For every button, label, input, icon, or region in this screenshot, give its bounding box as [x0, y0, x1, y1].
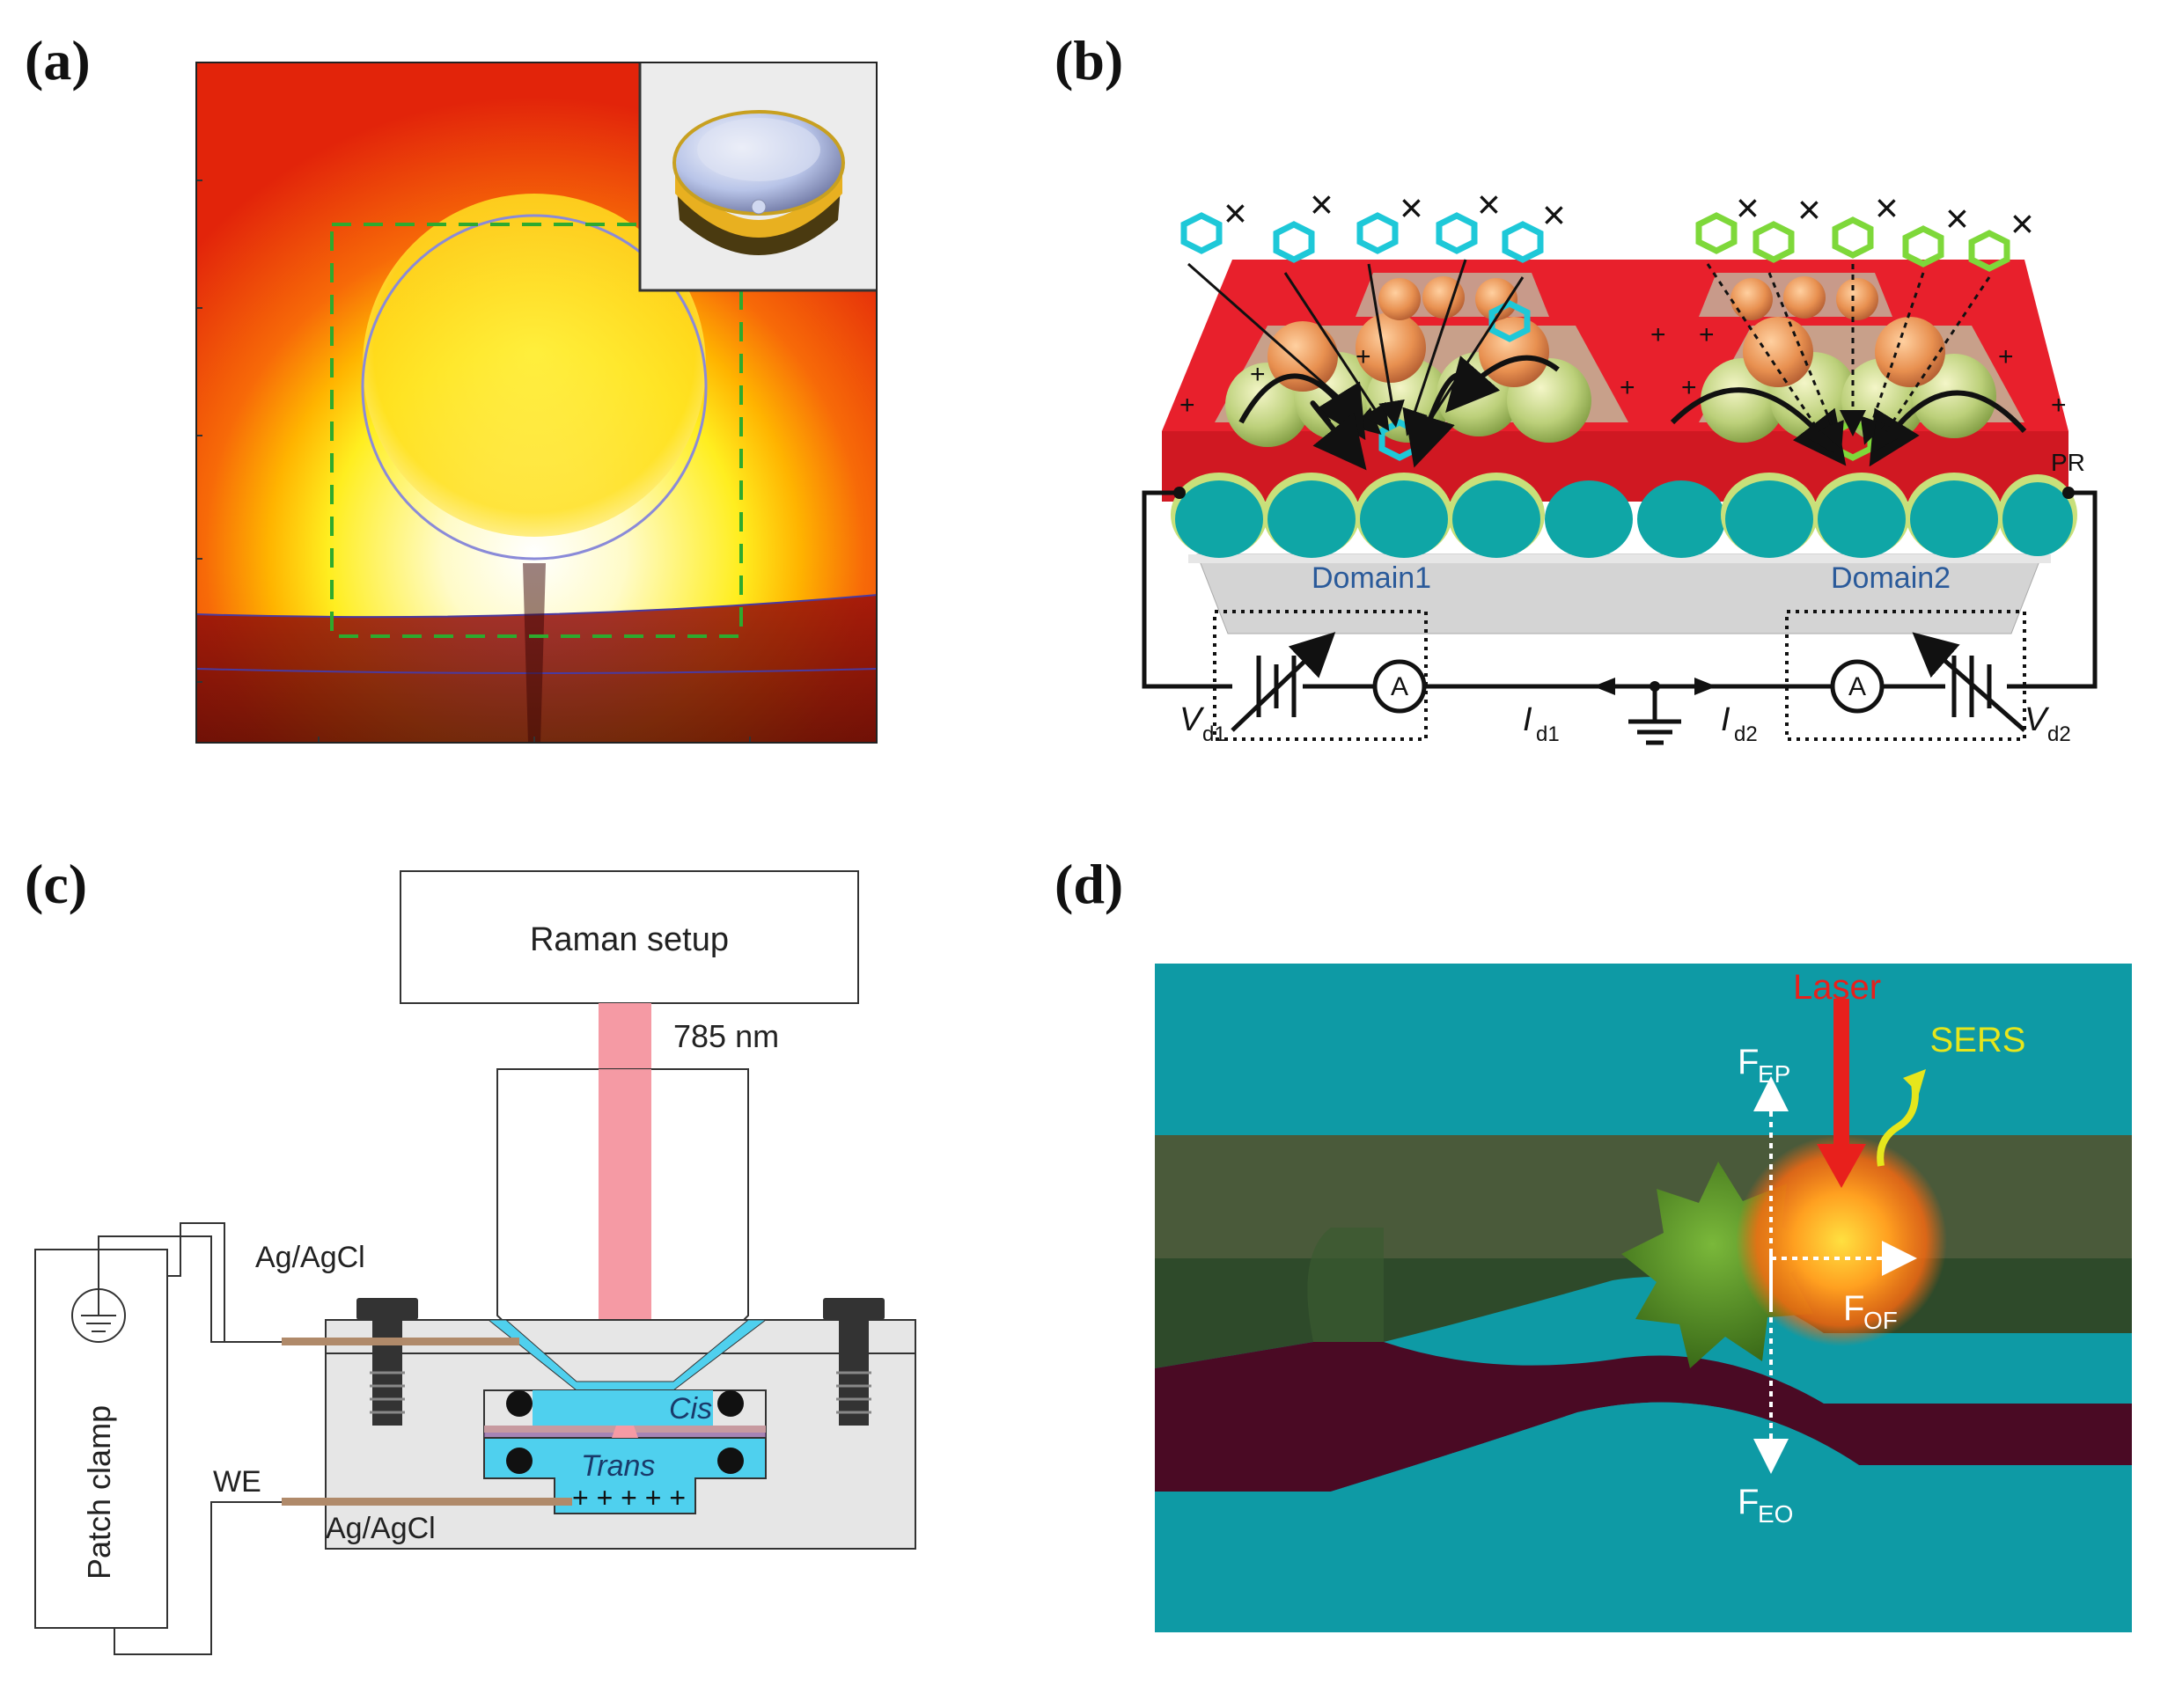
- dotted-arrows: [1706, 263, 1991, 453]
- svg-text:+: +: [1650, 320, 1666, 349]
- svg-text:×: ×: [1542, 192, 1566, 238]
- feo-label: F: [1738, 1483, 1759, 1521]
- fep-label: F: [1738, 1043, 1759, 1081]
- bottom-water: [1155, 1402, 2132, 1632]
- gap-shadow: [523, 563, 546, 744]
- nanocup-outline: [361, 214, 708, 561]
- svg-text:×: ×: [2010, 201, 2034, 246]
- ammeter-1: A: [1391, 672, 1408, 701]
- id2-label: I: [1721, 701, 1730, 738]
- upper-layer: [1155, 1135, 2132, 1258]
- panel-label-b: (b): [1054, 29, 1124, 92]
- sers-emission-arrow: [1877, 1077, 1919, 1167]
- pr-label: PR: [2051, 449, 2085, 476]
- trans-chamber: [483, 1437, 767, 1514]
- domains-schematic: × × × × × × × × × × + + + + + + + + +: [1135, 167, 2104, 766]
- svg-text:+: +: [1250, 360, 1266, 389]
- agagcl-bottom-label: Ag/AgCl: [326, 1512, 436, 1545]
- svg-text:×: ×: [1400, 185, 1423, 231]
- svg-text:+: +: [1681, 373, 1697, 402]
- svg-text:×: ×: [1310, 181, 1334, 227]
- heat-core: [363, 194, 706, 537]
- feo-subscript: EO: [1758, 1500, 1793, 1528]
- raman-setup-svg: Raman setup 785 nm Cis Trans + + + + +: [34, 870, 916, 1655]
- svg-text:×: ×: [1797, 187, 1821, 232]
- sers-particle-schematic: Laser SERS F EP F OF F EO: [1155, 964, 2132, 1632]
- vd1-subscript: d1: [1202, 722, 1226, 746]
- screw-threads: [370, 1371, 871, 1414]
- svg-text:+: +: [1356, 342, 1371, 371]
- electrode-bottom: [282, 1498, 572, 1506]
- domain2-circuit-box: [1785, 610, 2026, 741]
- svg-text:+: +: [1620, 373, 1635, 402]
- electrode-row: [1171, 473, 2077, 558]
- cis-label: Cis: [669, 1392, 712, 1426]
- cis-chamber: [533, 1390, 713, 1426]
- vd2-subscript: d2: [2047, 722, 2071, 746]
- trans-label: Trans: [581, 1449, 655, 1483]
- membrane-layer: [1155, 1342, 2132, 1492]
- fof-subscript: OF: [1863, 1307, 1898, 1334]
- panel-label-d: (d): [1054, 853, 1124, 915]
- plus-signs: + + + + + + + + +: [1179, 320, 2067, 420]
- nanocup-inset-icon: [672, 110, 845, 255]
- svg-text:+: +: [1998, 342, 2014, 371]
- field-map-panel: [195, 60, 879, 744]
- patch-clamp-label: Patch clamp: [81, 1405, 117, 1580]
- charge-crosses: × × × × × × × × × ×: [1223, 181, 2034, 246]
- svg-text:×: ×: [1736, 185, 1760, 231]
- ammeter-2: A: [1848, 672, 1866, 701]
- domain2-label: Domain2: [1831, 561, 1951, 595]
- cyan-molecules: [1180, 212, 1544, 342]
- domain1-label: Domain1: [1312, 561, 1431, 595]
- svg-text:×: ×: [1945, 195, 1969, 241]
- id1-label: I: [1523, 701, 1532, 738]
- svg-text:×: ×: [1875, 185, 1899, 231]
- raman-setup-box: [400, 870, 859, 1004]
- bias-circuit: [1142, 490, 2098, 745]
- svg-text:+: +: [1699, 320, 1715, 349]
- id2-subscript: d2: [1734, 722, 1758, 746]
- green-molecules: [1695, 212, 2010, 461]
- id1-subscript: d1: [1536, 722, 1560, 746]
- vd1-label: V: [1179, 701, 1205, 738]
- fof-label: F: [1843, 1289, 1864, 1328]
- plasmonic-hotspot: [1736, 1135, 1947, 1346]
- field-map: [195, 60, 879, 744]
- panel-label-c: (c): [25, 853, 88, 915]
- sers-label: SERS: [1930, 1021, 2026, 1059]
- charge-row: + + + + +: [572, 1482, 686, 1514]
- electrode-top: [282, 1338, 519, 1345]
- agagcl-top-label: Ag/AgCl: [255, 1241, 365, 1274]
- sers-particle-svg: Laser SERS F EP F OF F EO: [1155, 964, 2132, 1632]
- panel-label-a: (a): [25, 29, 91, 92]
- raman-setup-label: Raman setup: [530, 921, 729, 958]
- svg-text:×: ×: [1477, 181, 1501, 227]
- gold-nanoparticles: [1225, 276, 1996, 447]
- domain1-circuit-box: [1213, 610, 1428, 741]
- laser-arrow: [1833, 999, 1849, 1148]
- vd2-label: V: [2024, 701, 2050, 738]
- region-of-interest: [330, 223, 743, 638]
- we-label: WE: [213, 1465, 261, 1499]
- laser-label: Laser: [1793, 968, 1881, 1007]
- raman-setup-schematic: Raman setup 785 nm Cis Trans + + + + +: [26, 862, 942, 1681]
- force-arrows: [1753, 1076, 1917, 1474]
- svg-text:×: ×: [1223, 190, 1247, 236]
- domains-schematic-svg: × × × × × × × × × × + + + + + + + + +: [1142, 181, 2098, 746]
- svg-text:+: +: [2051, 391, 2067, 420]
- svg-text:+: +: [1179, 391, 1195, 420]
- wavelength-label: 785 nm: [673, 1018, 779, 1054]
- fep-subscript: EP: [1758, 1060, 1790, 1088]
